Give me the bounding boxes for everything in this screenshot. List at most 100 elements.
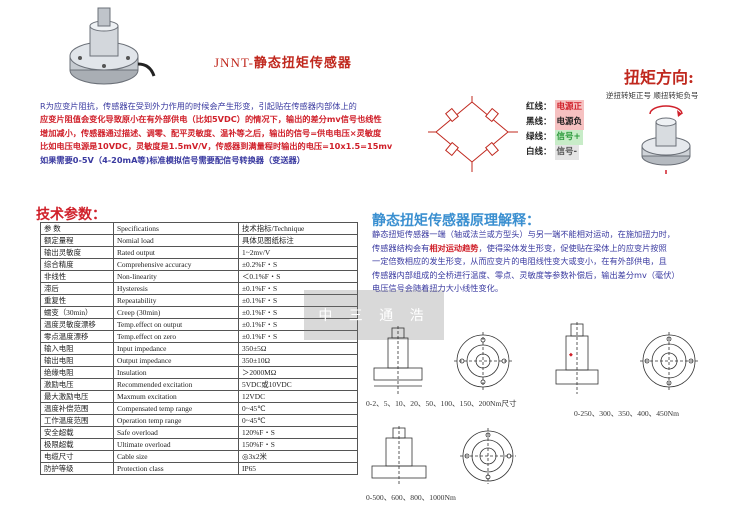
spec-value: 12VDC: [238, 390, 358, 403]
spec-param-cn: 零点温度漂移: [40, 330, 114, 343]
spec-param-cn: 安全超载: [40, 426, 114, 439]
spec-param-en: Input impedance: [113, 342, 239, 355]
spec-value: 350±5Ω: [238, 342, 358, 355]
spec-param-en: Specifications: [113, 222, 239, 235]
wire-red-value: 电源正: [554, 100, 585, 115]
wire-legend: 红线： 电源正 黑线： 电源负 绿线： 信号+ 白线： 信号-: [526, 100, 588, 160]
spec-value: ＜0.1%F・S: [238, 270, 358, 283]
spec-value: 150%F・S: [238, 438, 358, 451]
spec-value: 350±10Ω: [238, 354, 358, 367]
spec-param-cn: 输出电阻: [40, 354, 114, 367]
spec-value: 120%F・S: [238, 426, 358, 439]
spec-param-cn: 蠕变（30min）: [40, 306, 114, 319]
spec-param-cn: 绝缘电阻: [40, 366, 114, 379]
spec-value: ±0.2%F・S: [238, 258, 358, 271]
principle-text-b: 传感器结构会有: [372, 242, 430, 253]
spec-param-en: Comprehensive accuracy: [113, 258, 239, 271]
wire-red-label: 红线：: [526, 102, 552, 112]
principle-text-red: 相对运动趋势: [429, 242, 479, 253]
torque-direction-subtitle: 逆扭转矩正号 顺扭转矩负号: [606, 91, 699, 100]
drawing-3-top: [460, 428, 516, 484]
page-title: JNNT-静态扭矩传感器: [214, 52, 352, 71]
principle-text-a: 静态扭矩传感器一端（轴或法兰或方型头）与另一端不能相对运动，在施加扭力时，: [372, 229, 675, 239]
spec-param-cn: 重复性: [40, 294, 114, 307]
params-title: 技术参数：: [36, 207, 106, 223]
desc-line-1: R为应变片阻抗，传感器在受到外力作用的时候会产生形变，引起贴在传感器内部体上的: [40, 101, 357, 111]
wire-row-black: 黑线： 电源负: [526, 115, 588, 130]
sensor-photo: [69, 7, 156, 85]
spec-value: ＞2000MΩ: [238, 366, 358, 379]
principle-title: 静态扭矩传感器原理解释：: [372, 213, 540, 229]
principle-text-d: 一定倍数相应的发生形变，从而应变片的电阻线性变大或变小，在有外部供电，且: [372, 256, 667, 267]
spec-param-cn: 工作温度范围: [40, 414, 114, 427]
torque-direction-title: 扭矩方向:: [624, 68, 694, 87]
wire-black-value: 电源负: [554, 115, 585, 130]
spec-param-cn: 激励电压: [40, 378, 114, 391]
principle-text: 静态扭矩传感器一端（轴或法兰或方型头）与另一端不能相对运动，在施加扭力时， 传感…: [372, 228, 717, 296]
desc-line-5: 如果需要0-5V（4-20mA等)标准模拟信号需要配信号转换器（变送器）: [40, 154, 305, 165]
spec-param-en: Temp.effect on output: [113, 318, 239, 331]
spec-param-cn: 最大激励电压: [40, 390, 114, 403]
spec-param-cn: 温度灵敏度漂移: [40, 318, 114, 331]
spec-param-en: Protection class: [113, 462, 239, 475]
drawing-1-side: [373, 326, 423, 394]
spec-param-cn: 温度补偿范围: [40, 402, 114, 415]
wire-row-red: 红线： 电源正: [526, 100, 588, 115]
spec-value: ◎3x2米: [238, 450, 358, 463]
spec-param-en: Cable size: [113, 450, 239, 463]
spec-param-cn: 参 数: [40, 222, 114, 235]
desc-line-3: 增加减小，传感器通过描述、调零、配平灵敏度、温补等之后，输出的信号=供电电压×灵…: [40, 127, 382, 138]
wire-row-green: 绿线： 信号+: [526, 130, 588, 145]
spec-param-en: Safe overload: [113, 426, 239, 439]
drawing-1-top: [454, 332, 512, 390]
wire-row-white: 白线： 信号-: [526, 145, 588, 160]
wire-white-label: 白线：: [526, 147, 552, 157]
wheatstone-bridge-diagram: [428, 96, 518, 172]
spec-param-en: Rated output: [113, 246, 239, 259]
bridge-description: R为应变片阻抗，传感器在受到外力作用的时候会产生形变，引起贴在传感器内部体上的 …: [40, 100, 412, 167]
drawing-2-side: ◆: [555, 322, 599, 394]
spec-param-en: Non-linearity: [113, 270, 239, 283]
spec-param-en: Compensated temp range: [113, 402, 239, 415]
spec-param-cn: 非线性: [40, 270, 114, 283]
spec-param-cn: 综合精度: [40, 258, 114, 271]
watermark: 中 三 通 浩: [304, 290, 444, 340]
wire-green-label: 绿线：: [526, 132, 552, 142]
principle-text-c: ，使得梁体发生形变，促使贴在梁体上的应变片按照: [478, 242, 667, 253]
spec-value: 5VDC或10VDC: [238, 378, 358, 391]
spec-param-en: Hysteresis: [113, 282, 239, 295]
svg-text:◆: ◆: [569, 352, 573, 358]
desc-line-2: 应变片阻值会变化导致原小在有外部供电（比如5VDC）的情况下，输出的差分mv信号…: [40, 114, 382, 125]
model-prefix: JNNT-: [214, 55, 254, 70]
spec-param-en: Ultimate overload: [113, 438, 239, 451]
principle-text-e: 传感器内部组成的全桥进行温度、零点、灵敏度等参数补偿后，输出差分mv（毫伏）: [372, 269, 680, 280]
drawing-1-caption: 0-2、5、10、20、50、100、150、200Nm尺寸: [366, 399, 517, 408]
drawing-2-top: [640, 332, 698, 390]
spec-value: 技术指标/Technique: [238, 222, 358, 235]
spec-value: 具体见图纸标注: [238, 234, 358, 247]
spec-param-en: Output impedance: [113, 354, 239, 367]
spec-param-cn: 滞后: [40, 282, 114, 295]
title-text: 静态扭矩传感器: [253, 55, 352, 70]
principle-text-f: 电压信号会随着扭力大小线性变化。: [372, 283, 504, 294]
spec-param-en: Insulation: [113, 366, 239, 379]
spec-param-en: Maxmum excitation: [113, 390, 239, 403]
spec-value: IP65: [238, 462, 358, 475]
